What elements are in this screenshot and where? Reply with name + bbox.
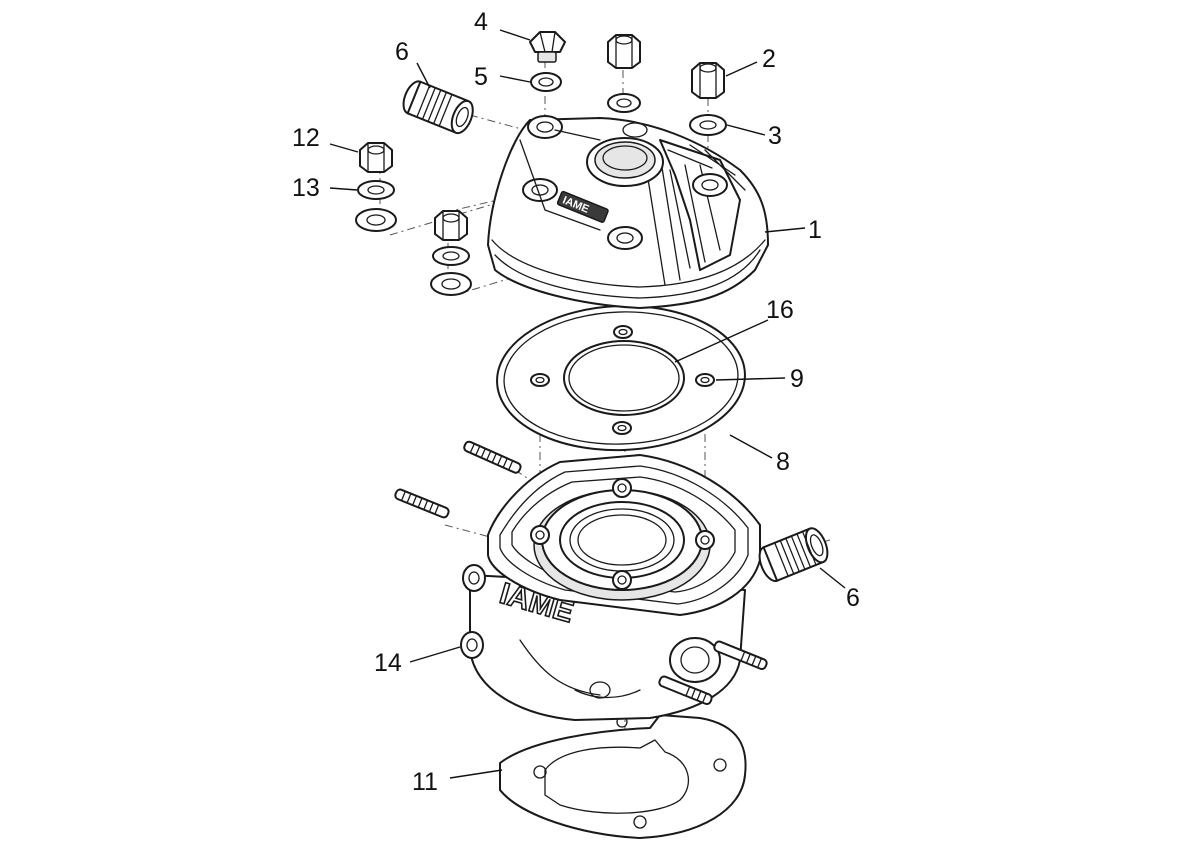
callout-4: 4 <box>474 8 488 36</box>
cylinder-head: IAME <box>487 115 769 309</box>
hex-nut-left <box>359 142 393 173</box>
callout-14: 14 <box>374 649 402 677</box>
hex-nut-mid <box>434 210 468 241</box>
callout-2: 2 <box>762 45 776 73</box>
cap-nut-washer <box>689 114 727 136</box>
leader-lines <box>329 29 846 779</box>
callout-6-left: 6 <box>395 38 409 66</box>
callout-12: 12 <box>292 124 320 152</box>
callout-16: 16 <box>766 296 794 324</box>
cylinder-block: IAME <box>460 454 761 721</box>
base-gasket <box>499 714 747 839</box>
callout-6-right: 6 <box>846 584 860 612</box>
washer-left-upper <box>357 180 395 200</box>
head-gasket <box>496 304 746 452</box>
plug-washer <box>530 72 562 92</box>
coolant-fitting-right <box>758 527 829 583</box>
callout-13: 13 <box>292 174 320 202</box>
callout-3: 3 <box>768 122 782 150</box>
callout-9: 9 <box>790 365 804 393</box>
callout-labels: 4 5 6 2 3 1 12 13 16 9 8 6 14 11 <box>292 8 860 796</box>
callout-8: 8 <box>776 448 790 476</box>
coolant-fitting-left <box>402 80 474 135</box>
top-washer-center <box>607 93 641 113</box>
cap-nut <box>691 62 725 99</box>
callout-1: 1 <box>808 216 822 244</box>
callout-11: 11 <box>412 768 438 796</box>
washer-left-lower <box>355 208 397 232</box>
washer-mid-upper <box>432 246 470 266</box>
drain-plug <box>529 31 566 63</box>
top-nut-center <box>607 34 641 69</box>
callout-5: 5 <box>474 63 488 91</box>
washer-mid-lower <box>430 272 472 296</box>
cylinder-studs <box>394 440 768 706</box>
